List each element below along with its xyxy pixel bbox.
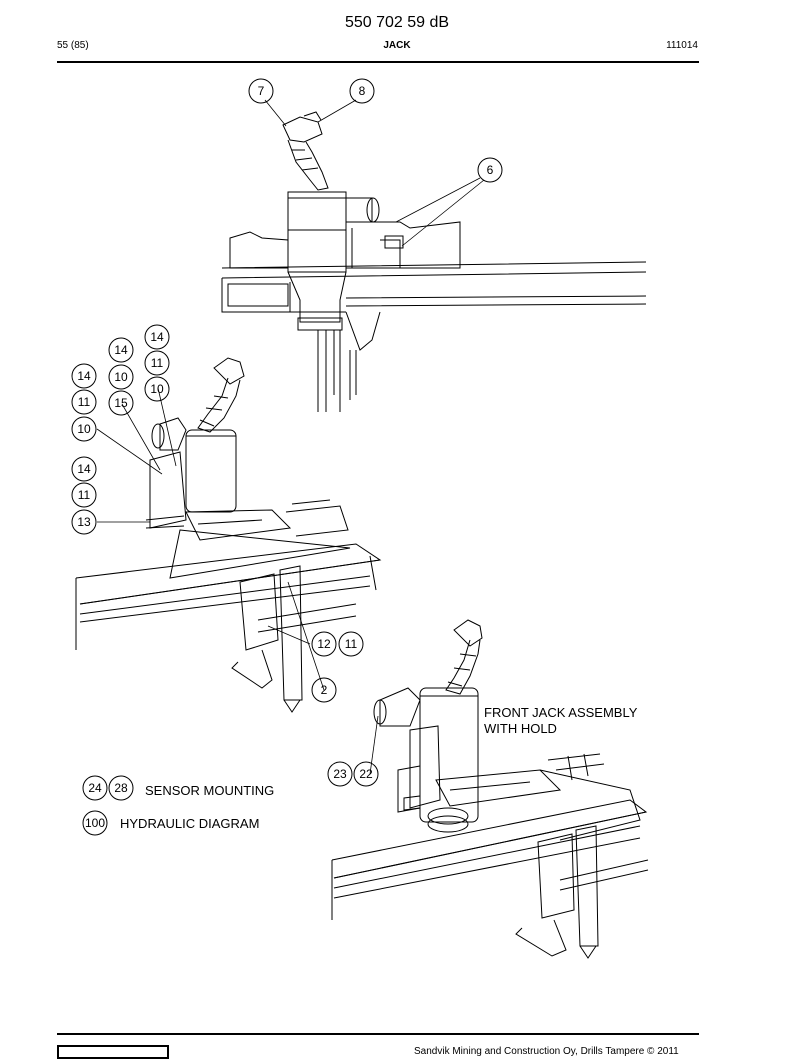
section-title: JACK xyxy=(383,40,411,51)
callout-11: 11 xyxy=(151,356,164,370)
callout-100: 100 xyxy=(85,816,105,830)
callout-11: 11 xyxy=(78,395,91,409)
front-jack-label-line2: WITH HOLD xyxy=(484,721,557,736)
callout-15: 15 xyxy=(114,396,128,410)
callout-14: 14 xyxy=(77,462,91,476)
callout-7: 7 xyxy=(258,84,265,98)
callout-22: 22 xyxy=(359,767,373,781)
callout-10: 10 xyxy=(77,422,91,436)
document-number: 550 702 59 dB xyxy=(344,14,450,31)
middle-assembly-drawing xyxy=(75,357,382,713)
sensor-mounting-label: SENSOR MOUNTING xyxy=(145,783,274,798)
callout-11: 11 xyxy=(78,488,91,502)
callout-23: 23 xyxy=(333,767,347,781)
front-jack-label-line1: FRONT JACK ASSEMBLY xyxy=(484,705,638,720)
front-jack-drawing xyxy=(331,619,649,959)
top-assembly-drawing xyxy=(221,99,647,412)
callout-10: 10 xyxy=(114,370,128,384)
page-number: 55 (85) xyxy=(57,40,89,51)
callout-14: 14 xyxy=(150,330,164,344)
date-code: 111014 xyxy=(666,40,698,51)
callout-13: 13 xyxy=(77,515,91,529)
callout-6: 6 xyxy=(487,163,494,177)
header-rule xyxy=(57,61,699,63)
callout-14: 14 xyxy=(77,369,91,383)
callout-8: 8 xyxy=(359,84,366,98)
footer-copyright: Sandvik Mining and Construction Oy, Dril… xyxy=(414,1046,679,1057)
callout-12: 12 xyxy=(317,637,331,651)
callout-24: 24 xyxy=(88,781,102,795)
callout-28: 28 xyxy=(114,781,128,795)
footer-rule xyxy=(57,1033,699,1035)
callout-14: 14 xyxy=(114,343,128,357)
sandvik-logo xyxy=(57,1045,169,1059)
hydraulic-diagram-label: HYDRAULIC DIAGRAM xyxy=(120,816,259,831)
callout-2: 2 xyxy=(321,683,328,697)
callout-circles xyxy=(71,78,503,836)
callout-10: 10 xyxy=(150,382,164,396)
callout-11: 11 xyxy=(345,637,358,651)
